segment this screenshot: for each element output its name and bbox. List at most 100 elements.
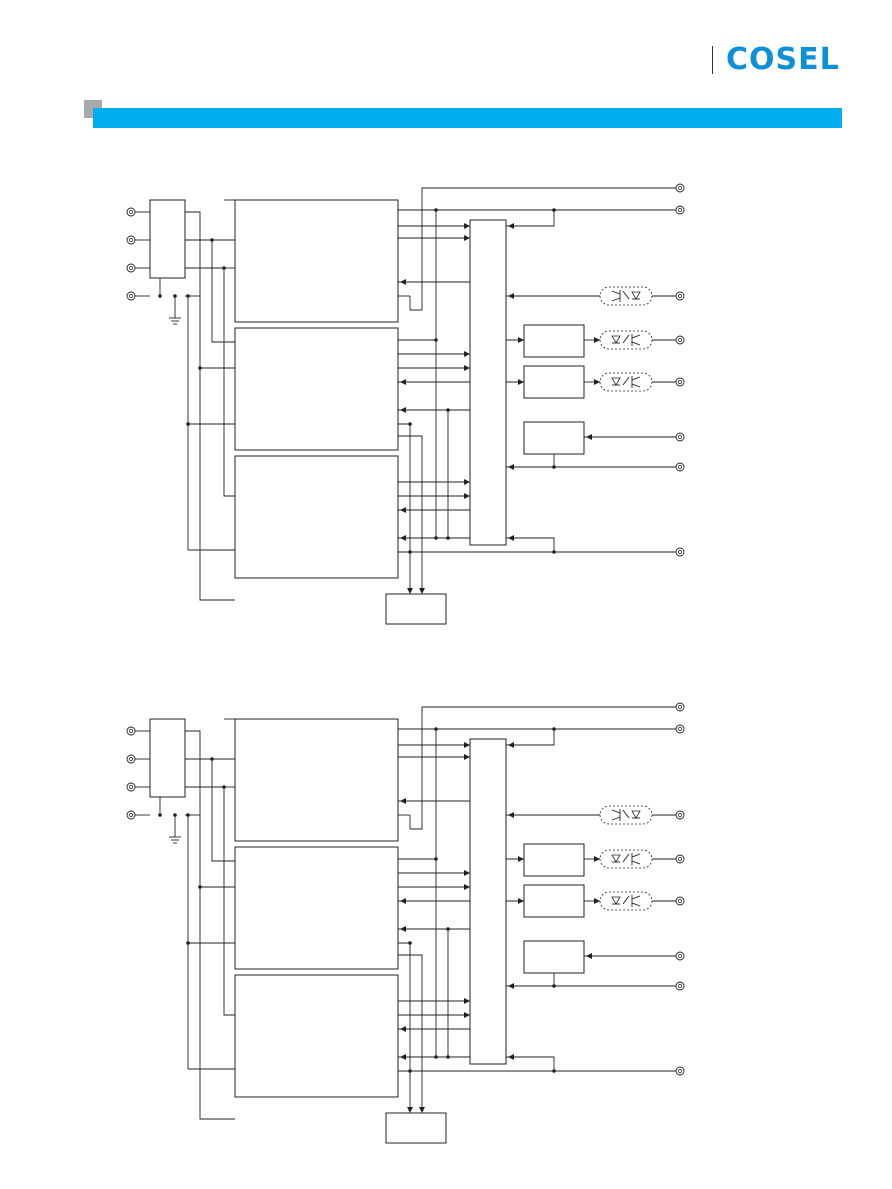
- arrow-icon: [464, 223, 470, 229]
- arrow-icon: [586, 434, 592, 440]
- junction-dot: [434, 338, 438, 342]
- junction-dot: [408, 550, 412, 554]
- output-terminal-box: [385, 1112, 447, 1144]
- terminal-inner: [678, 294, 682, 298]
- arrow-icon: [518, 337, 524, 343]
- arrow-icon: [464, 493, 470, 499]
- arrow-icon: [400, 1054, 406, 1060]
- junction-dot: [434, 536, 438, 540]
- photocoupler-icon: [599, 372, 653, 392]
- terminal-inner: [678, 550, 682, 554]
- arrow-icon: [508, 464, 514, 470]
- control-block: [469, 219, 507, 546]
- arrow-icon: [594, 379, 600, 385]
- arrow-icon: [464, 479, 470, 485]
- junction-dot: [173, 813, 177, 817]
- wire: [185, 239, 235, 343]
- arrow-icon: [464, 754, 470, 760]
- cosel-logo: COSEL: [726, 42, 840, 77]
- junction-dot: [186, 941, 190, 945]
- arrow-icon: [419, 1107, 425, 1113]
- terminal-inner: [678, 1069, 682, 1073]
- arrow-icon: [419, 588, 425, 594]
- arrow-icon: [464, 742, 470, 748]
- wire: [506, 210, 555, 227]
- arrow-icon: [518, 856, 524, 862]
- terminal-icon: [675, 702, 685, 712]
- terminal-inner: [129, 813, 133, 817]
- signal-block-1: [523, 843, 585, 877]
- arrow-icon: [464, 884, 470, 890]
- led-icon: [611, 896, 621, 905]
- signal-block-3: [523, 940, 585, 974]
- wire: [631, 860, 641, 865]
- wire: [611, 816, 621, 821]
- junction-dot: [186, 422, 190, 426]
- power-module-1: [234, 199, 399, 323]
- terminal-inner: [678, 465, 682, 469]
- wire: [398, 435, 423, 590]
- terminal-icon: [675, 951, 685, 961]
- block-diagram-top: [126, 183, 685, 625]
- wire: [631, 341, 641, 346]
- power-module-3: [234, 455, 399, 579]
- terminal-inner: [129, 210, 133, 214]
- junction-dot: [446, 536, 450, 540]
- wire: [631, 853, 641, 858]
- wire: [185, 730, 235, 1120]
- terminal-icon: [675, 810, 685, 820]
- arrow-icon: [464, 351, 470, 357]
- wire: [185, 786, 235, 1016]
- terminal-icon: [675, 1066, 685, 1076]
- led-icon: [631, 291, 641, 300]
- terminal-inner: [678, 380, 682, 384]
- terminal-icon: [675, 547, 685, 557]
- arrow-icon: [508, 223, 514, 229]
- photocoupler-icon: [599, 849, 653, 869]
- terminal-icon: [675, 724, 685, 734]
- output-terminal-box: [385, 593, 447, 625]
- arrow-icon: [400, 507, 406, 513]
- input-filter-box: [149, 199, 186, 279]
- terminal-inner: [678, 899, 682, 903]
- arrow-icon: [400, 1026, 406, 1032]
- junction-dot: [446, 1055, 450, 1059]
- terminal-inner: [678, 813, 682, 817]
- wire: [622, 376, 630, 386]
- wire: [611, 290, 621, 295]
- arrow-icon: [518, 898, 524, 904]
- terminal-icon: [675, 432, 685, 442]
- junction-dot: [408, 941, 412, 945]
- photocoupler-icon: [599, 891, 653, 911]
- terminal-inner: [129, 729, 133, 733]
- power-module-2: [234, 327, 399, 451]
- wire: [631, 376, 641, 381]
- wire: [622, 895, 630, 905]
- power-module-1: [234, 718, 399, 842]
- terminal-inner: [129, 238, 133, 242]
- terminal-inner: [129, 266, 133, 270]
- signal-block-1: [523, 324, 585, 358]
- led-icon: [611, 854, 621, 863]
- led-icon: [611, 335, 621, 344]
- junction-dot: [158, 294, 162, 298]
- terminal-inner: [678, 727, 682, 731]
- terminal-inner: [678, 705, 682, 709]
- arrow-icon: [508, 812, 514, 818]
- led-icon: [611, 377, 621, 386]
- wire: [631, 902, 641, 907]
- logo-divider: [712, 46, 713, 74]
- terminal-icon: [126, 291, 136, 301]
- wire: [611, 297, 621, 302]
- junction-dot: [198, 885, 202, 889]
- power-module-3: [234, 974, 399, 1098]
- junction-dot: [408, 422, 412, 426]
- power-module-2: [234, 846, 399, 970]
- junction-dot: [434, 857, 438, 861]
- arrow-icon: [508, 1054, 514, 1060]
- arrow-icon: [464, 235, 470, 241]
- signal-block-2: [523, 884, 585, 918]
- terminal-icon: [675, 335, 685, 345]
- terminal-inner: [678, 857, 682, 861]
- terminal-inner: [129, 294, 133, 298]
